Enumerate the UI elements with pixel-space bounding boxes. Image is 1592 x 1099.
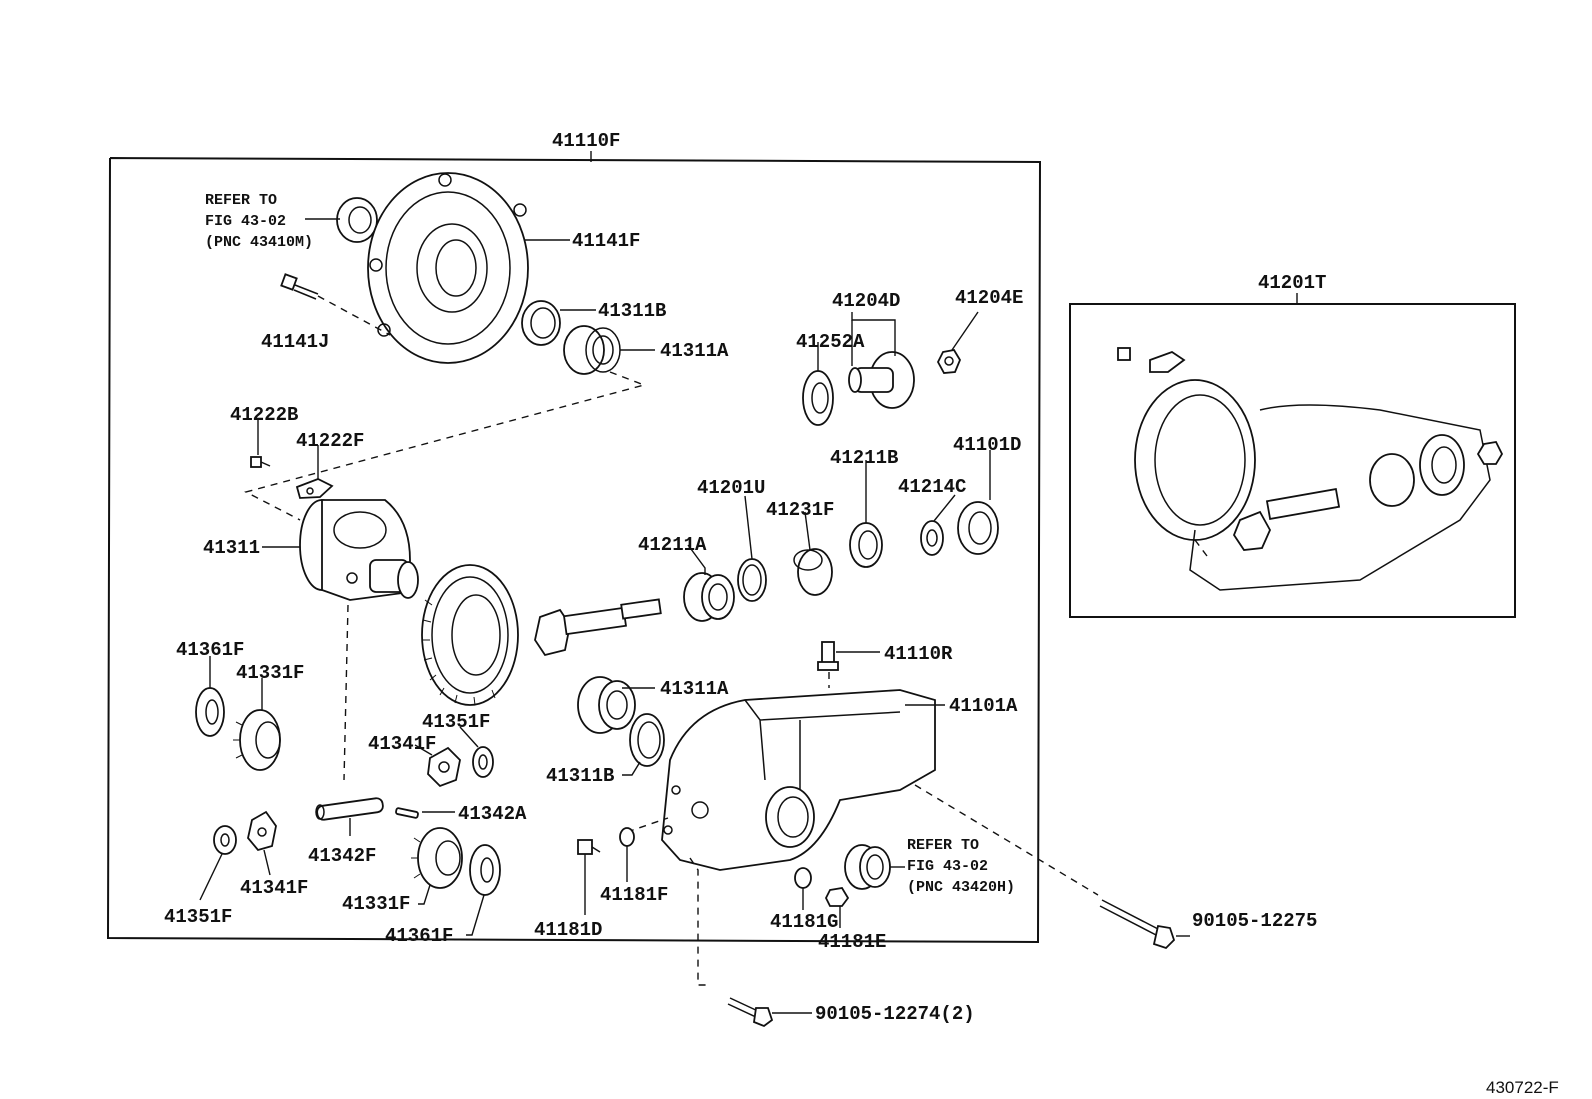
pin-41342a-drawing: [395, 807, 419, 819]
part-label-41181f[interactable]: 41181F: [600, 884, 668, 906]
part-label-41311[interactable]: 41311: [203, 537, 260, 559]
lock-plate-41222f-drawing: [295, 478, 334, 499]
bearing-upper-drawing: [521, 300, 621, 375]
part-label-41331f-upper[interactable]: 41331F: [236, 662, 304, 684]
bearing-41211b-drawing: [849, 522, 883, 568]
nut-41204e-drawing: [936, 349, 962, 374]
part-label-41351f-lower[interactable]: 41351F: [164, 906, 232, 928]
part-label-41222f[interactable]: 41222F: [296, 430, 364, 452]
part-label-41110r[interactable]: 41110R: [884, 643, 953, 665]
part-label-41101d[interactable]: 41101D: [953, 434, 1021, 456]
part-label-41204d[interactable]: 41204D: [832, 290, 900, 312]
bolt-41141j-drawing: [280, 273, 319, 300]
pinion-gear-41341f-upper-drawing: [427, 746, 461, 788]
side-gear-41331f-lower-drawing: [411, 827, 463, 889]
figure-code: 430722-F: [1486, 1078, 1559, 1097]
part-label-41204e[interactable]: 41204E: [955, 287, 1023, 309]
sub-assembly-frame: [1069, 303, 1516, 618]
part-label-41214c[interactable]: 41214C: [898, 476, 966, 498]
part-label-41342f[interactable]: 41342F: [308, 845, 376, 867]
part-label-41311a-lower[interactable]: 41311A: [660, 678, 729, 700]
bolt-41222b-drawing: [250, 456, 271, 468]
part-label-41222b[interactable]: 41222B: [230, 404, 298, 426]
pinion-shaft-41342f-drawing: [315, 797, 384, 821]
part-label-41341f-upper[interactable]: 41341F: [368, 733, 436, 755]
part-label-41311a-upper[interactable]: 41311A: [660, 340, 729, 362]
refer-note-lower: REFER TO FIG 43-02 (PNC 43420H): [907, 837, 1015, 896]
part-label-41311b-upper[interactable]: 41311B: [598, 300, 666, 322]
svg-text:REFER TO: REFER TO: [907, 837, 979, 854]
part-label-41252a[interactable]: 41252A: [796, 331, 865, 353]
sub-assembly-sketch: [1117, 347, 1504, 591]
oil-seal-41101d-drawing: [957, 501, 999, 555]
gasket-41181g-drawing: [794, 867, 812, 889]
part-label-41141j[interactable]: 41141J: [261, 331, 329, 353]
washer-41201u-drawing: [737, 558, 767, 602]
dust-deflector-drawing: [802, 370, 834, 426]
bearing-lower-drawing: [577, 676, 665, 767]
part-label-41341f-lower[interactable]: 41341F: [240, 877, 308, 899]
part-label-41101a[interactable]: 41101A: [949, 695, 1018, 717]
part-label-41311b-lower[interactable]: 41311B: [546, 765, 614, 787]
side-gear-41331f-drawing: [233, 709, 281, 771]
part-label-41231f[interactable]: 41231F: [766, 499, 834, 521]
oil-seal-upper-drawing: [336, 197, 378, 243]
gasket-41181f-drawing: [619, 827, 635, 847]
plug-41181e-drawing: [824, 887, 850, 907]
bearing-41211a-drawing: [683, 572, 735, 622]
thrust-washer-41361f-drawing: [195, 687, 225, 737]
part-label-41141f[interactable]: 41141F: [572, 230, 640, 252]
part-label-41211a[interactable]: 41211A: [638, 534, 707, 556]
part-label-41331f-lower[interactable]: 41331F: [342, 893, 410, 915]
differential-carrier-41101a-drawing: [661, 689, 936, 871]
part-label-41361f-lower[interactable]: 41361F: [385, 925, 453, 947]
spacer-41231f-drawing: [793, 548, 833, 596]
svg-text:(PNC 43420H): (PNC 43420H): [907, 879, 1015, 896]
sub-assembly-label: 41201T: [1258, 272, 1326, 294]
differential-case-drawing: [299, 499, 419, 601]
pinion-gear-41341f-lower-drawing: [247, 810, 277, 852]
main-assembly-label: 41110F: [552, 130, 620, 152]
drive-pinion-drawing: [534, 598, 662, 657]
thrust-washer-41361f-lower-drawing: [469, 844, 501, 896]
bolt-90105-12274-drawing: [727, 997, 774, 1028]
part-label-41201u[interactable]: 41201U: [697, 477, 765, 499]
svg-text:FIG 43-02: FIG 43-02: [907, 858, 988, 875]
spacer-41214c-drawing: [920, 520, 944, 556]
washer-41351f-lower-drawing: [213, 825, 237, 855]
washer-41351f-upper-drawing: [472, 746, 494, 778]
part-label-41351f-upper[interactable]: 41351F: [422, 711, 490, 733]
part-label-41211b[interactable]: 41211B: [830, 447, 898, 469]
companion-flange-drawing: [848, 351, 915, 409]
ring-gear-drawing: [421, 564, 519, 706]
main-assembly-frame: [106, 157, 1042, 944]
bolt-90105-12275-drawing: [1099, 899, 1176, 950]
part-label-41181g[interactable]: 41181G: [770, 911, 838, 933]
oil-seal-lower-drawing: [844, 844, 891, 890]
part-label-41181e[interactable]: 41181E: [818, 931, 886, 953]
breather-plug-41110r-drawing: [817, 641, 839, 671]
part-label-41181d[interactable]: 41181D: [534, 919, 602, 941]
part-label-90105-12274[interactable]: 90105-12274(2): [815, 1003, 975, 1025]
svg-text:REFER TO: REFER TO: [205, 192, 277, 209]
svg-text:(PNC 43410M): (PNC 43410M): [205, 234, 313, 251]
differential-cover-drawing: [367, 172, 529, 364]
plug-41181d-drawing: [577, 839, 601, 855]
part-label-90105-12275[interactable]: 90105-12275: [1192, 910, 1317, 932]
part-label-41361f-upper[interactable]: 41361F: [176, 639, 244, 661]
refer-note-upper: REFER TO FIG 43-02 (PNC 43410M): [205, 192, 313, 251]
svg-text:FIG 43-02: FIG 43-02: [205, 213, 286, 230]
part-label-41342a[interactable]: 41342A: [458, 803, 527, 825]
